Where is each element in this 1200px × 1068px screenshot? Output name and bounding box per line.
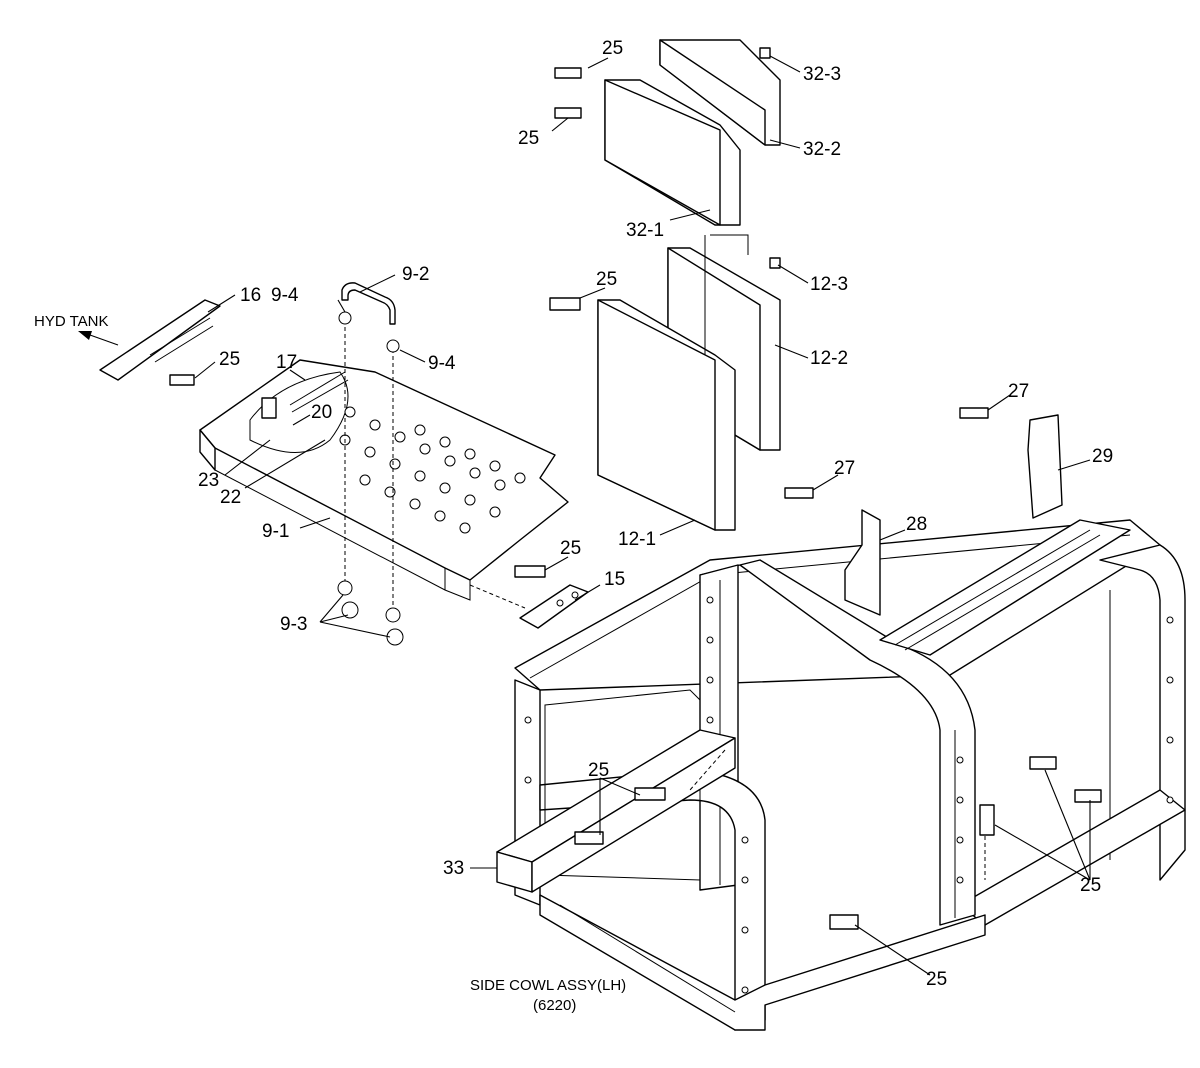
label-17: 17 xyxy=(276,352,297,373)
label-16: 16 xyxy=(240,285,261,306)
label-33: 33 xyxy=(443,858,464,879)
label-15: 15 xyxy=(604,569,625,590)
label-12-3: 12-3 xyxy=(810,274,848,295)
label-9-4: 9-4 xyxy=(428,353,456,374)
label-25: 25 xyxy=(560,538,581,559)
label-9-3: 9-3 xyxy=(280,614,307,635)
label-23: 23 xyxy=(198,470,219,491)
label-9-1: 9-1 xyxy=(262,521,289,542)
side-cowl-note: SIDE COWL ASSY(LH) xyxy=(470,977,626,994)
label-9-4: 9-4 xyxy=(271,285,299,306)
part-labels: 25 25 32-3 32-2 32-1 12-3 12-2 25 12-1 9… xyxy=(34,38,1113,1014)
label-25: 25 xyxy=(588,760,609,781)
label-29: 29 xyxy=(1092,446,1113,467)
label-12-1: 12-1 xyxy=(618,529,656,550)
part-28-bracket xyxy=(844,509,881,616)
label-27: 27 xyxy=(1008,381,1029,402)
part-9-2-handle xyxy=(341,282,396,325)
label-25: 25 xyxy=(1080,875,1101,896)
part-12-pads xyxy=(597,234,781,531)
label-12-2: 12-2 xyxy=(810,348,848,369)
label-25: 25 xyxy=(602,38,623,59)
label-28: 28 xyxy=(906,514,927,535)
label-20: 20 xyxy=(311,402,332,423)
hyd-tank-note: HYD TANK xyxy=(34,313,108,330)
label-25: 25 xyxy=(926,969,947,990)
label-27: 27 xyxy=(834,458,855,479)
part-15-plate xyxy=(519,584,589,629)
side-cowl-code: (6220) xyxy=(533,997,576,1014)
part-9-1-plate xyxy=(99,299,569,601)
bolts xyxy=(169,67,1102,930)
part-33-bar xyxy=(496,729,736,893)
hyd-tank-arrow xyxy=(78,331,119,346)
label-25: 25 xyxy=(596,269,617,290)
label-32-1: 32-1 xyxy=(626,220,664,241)
part-29-bracket xyxy=(1027,414,1063,519)
label-22: 22 xyxy=(220,487,241,508)
leader-lines xyxy=(194,55,1091,976)
label-25: 25 xyxy=(518,128,539,149)
part-32-pads xyxy=(604,39,781,226)
label-25: 25 xyxy=(219,349,240,370)
label-32-2: 32-2 xyxy=(803,139,841,160)
label-32-3: 32-3 xyxy=(803,64,841,85)
label-9-2: 9-2 xyxy=(402,264,429,285)
